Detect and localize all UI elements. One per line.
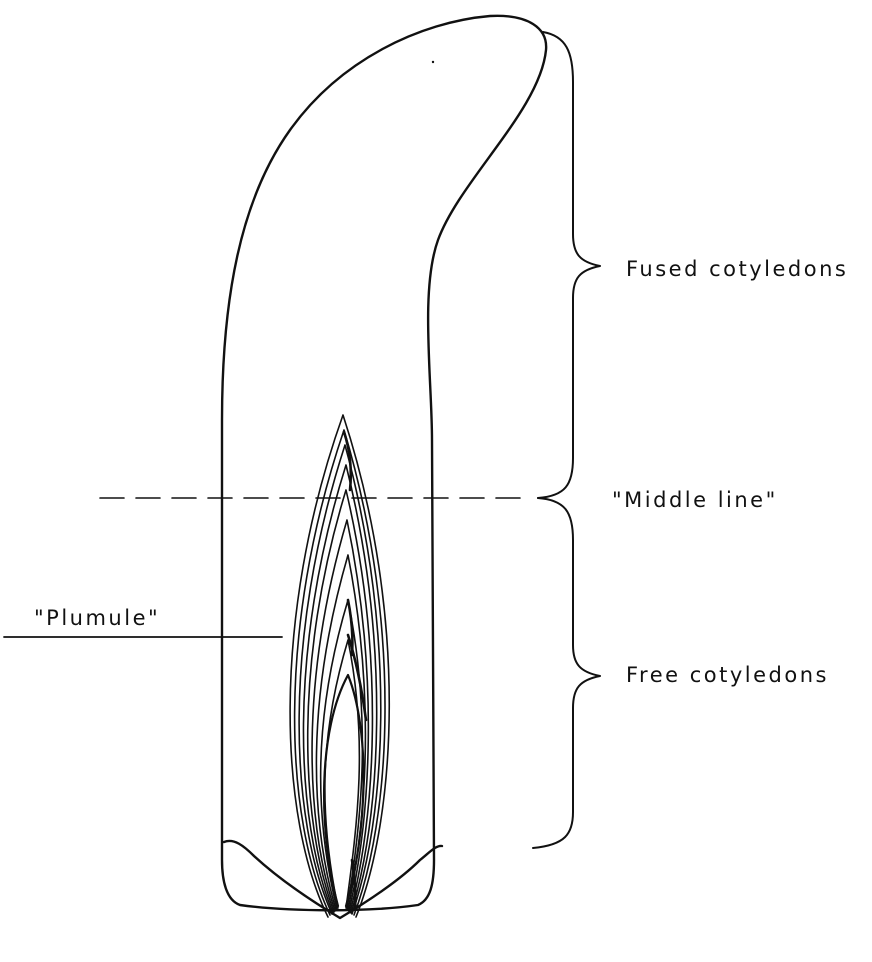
cotyledon-outline: [222, 16, 546, 910]
plumule-label: "Plumule": [34, 608, 160, 629]
plumule-layer: [299, 445, 381, 914]
lower-brace: [533, 498, 600, 848]
speck: [432, 61, 434, 63]
free-cotyledons-label: Free cotyledons: [626, 665, 829, 686]
upper-brace: [538, 32, 600, 498]
fused-cotyledons-label: Fused cotyledons: [626, 259, 848, 280]
plumule-layers: [290, 415, 389, 917]
middle-line-label: "Middle line": [612, 490, 778, 511]
plumule-dark-stroke: [344, 432, 351, 490]
